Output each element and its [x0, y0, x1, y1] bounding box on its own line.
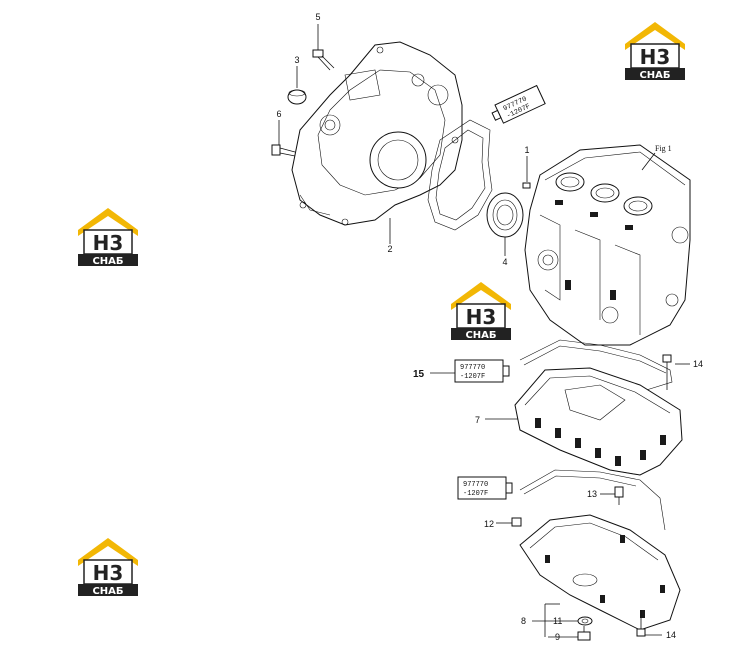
bolt-part-14-lower — [636, 610, 646, 637]
logo-roof — [625, 22, 685, 50]
dowel-pin-part-1 — [522, 182, 531, 189]
watermark-logo-left-lower: H3 СНАБ — [78, 538, 138, 597]
callout-15: 15 — [413, 369, 425, 380]
sealant-tube-middle-line2: -1207F — [460, 373, 485, 381]
sealant-tube-middle-line1: 977770 — [460, 364, 485, 372]
lower-pan-gasket — [519, 469, 666, 531]
plug-part-3 — [287, 89, 307, 105]
oil-seal-part-4 — [486, 192, 524, 238]
cylinder-block — [524, 144, 691, 346]
bolt-part-14-upper — [662, 354, 672, 390]
logo-mark: H3 — [93, 561, 124, 585]
sealant-tube-lower-line2: -1207F — [463, 490, 488, 498]
logo-caption: СНАБ — [639, 70, 670, 81]
logo-mark: H3 — [93, 231, 124, 255]
callout-7: 7 — [475, 415, 480, 425]
callout-6: 6 — [276, 109, 281, 119]
callout-14-upper: 14 — [693, 359, 703, 369]
watermark-logo-left-upper: H3 СНАБ — [78, 208, 138, 267]
callout-5: 5 — [315, 12, 320, 22]
callout-1: 1 — [524, 145, 529, 155]
logo-caption: СНАБ — [465, 330, 496, 341]
sealant-tube-middle: 977770 -1207F — [454, 359, 510, 383]
callout-4: 4 — [502, 257, 507, 267]
flywheel-housing — [291, 41, 463, 226]
callout-8: 8 — [521, 616, 526, 626]
sealant-tube-top: 977770 -1207F — [491, 84, 546, 124]
bolt-part-6 — [271, 144, 296, 157]
logo-mark: H3 — [466, 305, 497, 329]
watermark-logo-top-right: H3 СНАБ — [625, 22, 685, 81]
oil-pan-lower-part-8 — [519, 514, 681, 631]
logo-caption: СНАБ — [92, 256, 123, 267]
callout-3: 3 — [294, 55, 299, 65]
callout-11: 11 — [553, 616, 562, 626]
callout-labels: 5 3 6 1 2 4 15 7 14 13 12 8 11 9 14 Fig … — [276, 12, 703, 642]
fig-label: Fig 1 — [655, 144, 672, 153]
logo-caption: СНАБ — [92, 586, 123, 597]
logo-mark: H3 — [640, 45, 671, 69]
watermark-logo-center: H3 СНАБ — [451, 282, 511, 341]
callout-9: 9 — [555, 632, 560, 642]
callout-12: 12 — [484, 519, 494, 529]
leader-lines — [278, 24, 690, 638]
bolt-part-13 — [614, 486, 624, 505]
callout-14-lower: 14 — [666, 630, 676, 640]
callout-13: 13 — [587, 489, 597, 499]
housing-gasket — [427, 119, 493, 231]
bolt-part-12 — [511, 517, 522, 527]
sealant-tube-lower-line1: 977770 — [463, 481, 488, 489]
washer-part-11 — [577, 616, 593, 626]
drain-plug-part-9 — [577, 626, 591, 641]
oil-pan-upper-part-7 — [514, 367, 683, 476]
callout-2: 2 — [387, 244, 392, 254]
bolt-part-5 — [312, 49, 335, 71]
sealant-tube-lower: 977770 -1207F — [457, 476, 513, 500]
